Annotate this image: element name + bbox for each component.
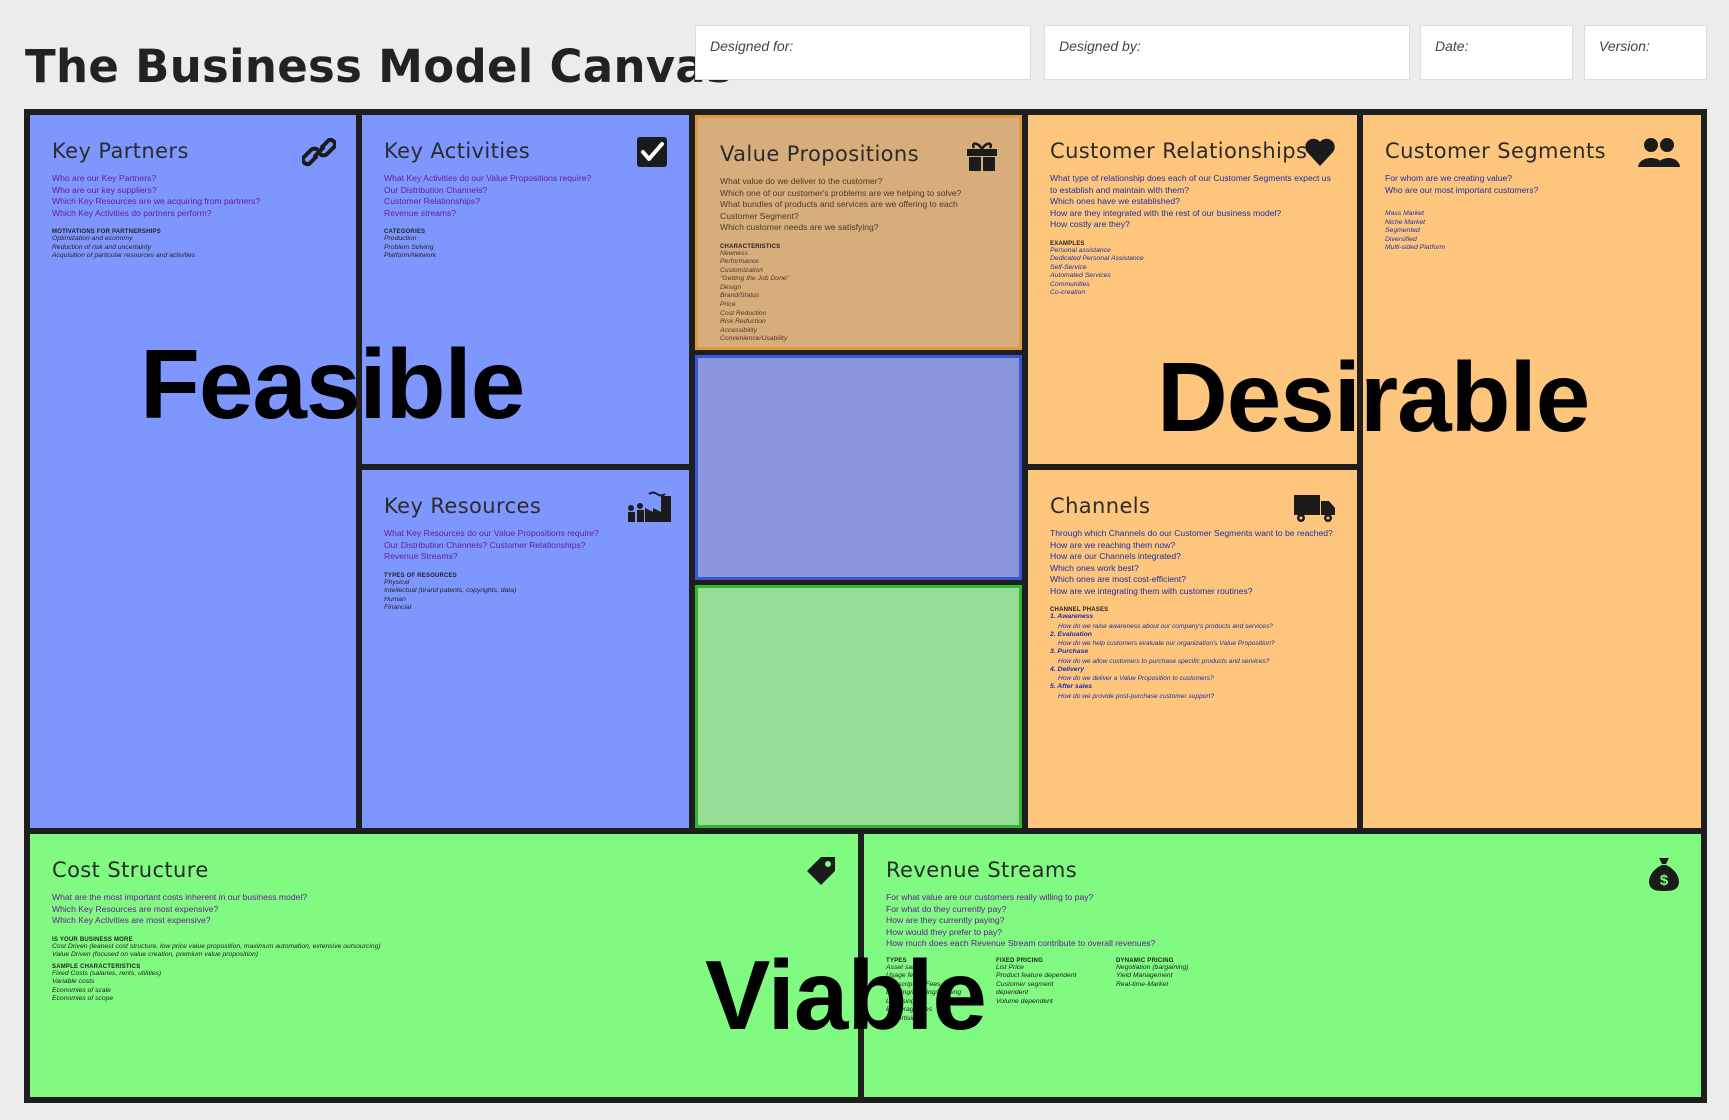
channels-sub: Channel phases xyxy=(1050,607,1109,613)
page-title: The Business Model Canvas xyxy=(25,40,734,93)
customer-relationships-block[interactable]: Customer Relationships What type of rela… xyxy=(1028,115,1357,464)
key-resources-sub: Types of resources xyxy=(384,572,457,579)
customer-segments-title: Customer Segments xyxy=(1385,139,1606,163)
key-activities-questions: What Key Activities do our Value Proposi… xyxy=(384,173,592,218)
canvas-board: Key Partners Who are our Key Partners? W… xyxy=(24,109,1707,1103)
customer-segments-questions: For whom are we creating value? Who are … xyxy=(1385,173,1539,195)
channels-phases: 1. Awareness How do we raise awareness a… xyxy=(1050,613,1275,700)
channels-questions: Through which Channels do our Customer S… xyxy=(1050,528,1333,596)
key-activities-block[interactable]: Key Activities What Key Activities do ou… xyxy=(362,115,689,464)
customer-relationships-questions: What type of relationship does each of o… xyxy=(1050,173,1331,229)
date-field[interactable]: Date: xyxy=(1420,25,1573,80)
viable-label: Viable xyxy=(705,940,987,1050)
customer-relationships-title: Customer Relationships xyxy=(1050,139,1308,163)
customer-relationships-sub: Examples xyxy=(1050,240,1085,247)
channels-block[interactable]: Channels Through which Channels do our C… xyxy=(1028,470,1357,828)
key-resources-title: Key Resources xyxy=(384,494,542,518)
cost-structure-sub: Is your business more xyxy=(52,936,133,943)
desirable-label: Desirable xyxy=(1157,342,1590,452)
value-propositions-feasible-zone xyxy=(695,355,1022,580)
money-bag-icon: $ xyxy=(1649,858,1679,891)
designed-by-field[interactable]: Designed by: xyxy=(1044,25,1410,80)
key-activities-sub: Categories xyxy=(384,229,426,235)
people-icon xyxy=(1638,138,1680,167)
key-activities-examples: Production Problem Solving Platform/Netw… xyxy=(384,235,437,260)
value-propositions-questions: What value do we deliver to the customer… xyxy=(720,176,962,232)
cost-structure-block[interactable]: Cost Structure What are the most importa… xyxy=(30,834,858,1097)
key-partners-questions: Who are our Key Partners? Who are our ke… xyxy=(52,173,261,218)
cost-structure-examples: Cost Driven (leanest cost structure, low… xyxy=(52,942,381,959)
key-resources-block[interactable]: Key Resources What Key Resources do our … xyxy=(362,470,689,828)
key-partners-block[interactable]: Key Partners Who are our Key Partners? W… xyxy=(30,115,356,828)
revenue-types: Asset sale Usage fee Subscription Fees L… xyxy=(886,963,962,1023)
key-resources-examples: Physical Intellectual (brand patents, co… xyxy=(384,578,517,612)
dynamic-pricing-label: Dynamic pricing xyxy=(1116,957,1174,964)
value-propositions-block[interactable]: Value Propositions What value do we deli… xyxy=(695,115,1022,350)
key-partners-sub: Motivations for partnerships xyxy=(52,229,161,235)
fixed-pricing: List Price Product feature dependent Cus… xyxy=(996,963,1077,1005)
svg-text:$: $ xyxy=(1660,872,1669,889)
gift-icon xyxy=(967,142,997,171)
customer-segments-block[interactable]: Customer Segments For whom are we creati… xyxy=(1363,115,1701,828)
cost-structure-title: Cost Structure xyxy=(52,858,209,882)
heart-icon xyxy=(1305,138,1335,166)
value-propositions-examples: Newness Performance Customization "Getti… xyxy=(720,249,790,343)
customer-segments-examples: Mass Market Niche Market Segmented Diver… xyxy=(1385,210,1446,252)
truck-icon xyxy=(1294,495,1335,522)
cost-structure-sub2: Sample characteristics xyxy=(52,963,141,970)
feasible-label: Feasible xyxy=(140,329,525,439)
key-resources-questions: What Key Resources do our Value Proposit… xyxy=(384,528,599,561)
checkbox-icon xyxy=(637,137,667,167)
revenue-streams-questions: For what value are our customers really … xyxy=(886,892,1156,948)
revenue-streams-block[interactable]: Revenue Streams For what value are our c… xyxy=(864,834,1701,1097)
revenue-types-label: Types xyxy=(886,957,907,964)
channels-title: Channels xyxy=(1050,494,1151,518)
value-propositions-viable-zone xyxy=(695,585,1022,828)
link-icon xyxy=(302,137,336,167)
revenue-streams-columns: Types Asset sale Usage fee Subscription … xyxy=(886,958,1679,1024)
designed-for-field[interactable]: Designed for: xyxy=(695,25,1031,80)
cost-structure-examples2: Fixed Costs (salaries, rents, utilities)… xyxy=(52,969,162,1003)
value-propositions-title: Value Propositions xyxy=(720,142,919,166)
value-propositions-sub: Characteristics xyxy=(720,243,781,250)
revenue-streams-title: Revenue Streams xyxy=(886,858,1078,882)
fixed-pricing-label: Fixed pricing xyxy=(996,957,1043,964)
customer-relationships-examples: Personal assistance Dedicated Personal A… xyxy=(1050,246,1144,297)
cost-structure-questions: What are the most important costs inhere… xyxy=(52,892,308,925)
key-partners-title: Key Partners xyxy=(52,139,189,163)
version-field[interactable]: Version: xyxy=(1584,25,1707,80)
dynamic-pricing: Negotiation (bargaining) Yield Managemen… xyxy=(1116,963,1189,988)
key-activities-title: Key Activities xyxy=(384,139,531,163)
tag-icon xyxy=(807,857,835,885)
factory-icon xyxy=(628,491,671,522)
key-partners-examples: Optimization and economy Reduction of ri… xyxy=(52,235,196,260)
